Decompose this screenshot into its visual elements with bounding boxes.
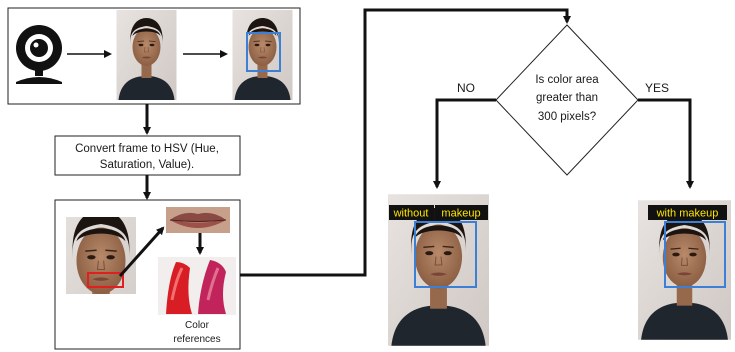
captured-frame-image — [115, 10, 178, 100]
lips-crop-image — [166, 207, 230, 233]
arrow-lip-to-crop — [118, 226, 165, 278]
decision-diamond — [495, 24, 639, 176]
webcam-icon — [16, 25, 62, 84]
convert-hsv-line2: Saturation, Value). — [100, 159, 194, 171]
color-references-image — [158, 257, 236, 315]
face-detection-box — [664, 221, 726, 288]
result-label-bg — [389, 205, 434, 220]
branch-no-connector — [433, 98, 496, 189]
face-crop-image — [66, 217, 136, 294]
result-with-makeup-image: with makeup — [638, 199, 731, 341]
lip-region-box — [87, 272, 124, 288]
result-with-label: with makeup — [656, 208, 719, 220]
branch-yes-connector — [638, 98, 694, 189]
color-references-line2: references — [173, 334, 220, 345]
connector-to-decision — [240, 8, 571, 277]
color-references-line1: Color — [185, 320, 210, 331]
branch-yes-label: YES — [645, 81, 669, 95]
decision-line2: greater than — [536, 92, 598, 104]
branch-no-label: NO — [457, 81, 475, 95]
face-detection-box — [246, 32, 281, 72]
result-without-makeup-image: without makeup — [388, 193, 489, 347]
convert-hsv-line1: Convert frame to HSV (Hue, — [75, 143, 219, 155]
face-detection-box — [414, 221, 477, 288]
result-without-label-word2: makeup — [441, 208, 480, 220]
result-label-bg — [435, 205, 488, 220]
face-detection-image — [231, 10, 294, 100]
decision-line1: Is color area — [535, 74, 599, 86]
result-label-bg — [648, 205, 727, 220]
decision-line3: 300 pixels? — [538, 111, 596, 123]
result-without-label-word1: without — [393, 208, 429, 220]
